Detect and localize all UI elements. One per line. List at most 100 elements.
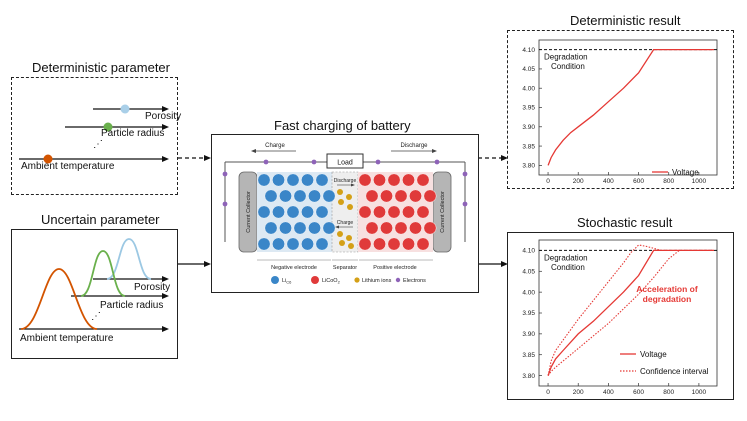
x-tick-label: 400	[603, 389, 614, 396]
anode-particle	[315, 205, 329, 219]
electron-dot	[462, 201, 468, 207]
y-tick-label: 4.00	[522, 85, 535, 92]
x-tick-label: 800	[663, 389, 674, 396]
lithium-ion-particles	[337, 189, 354, 249]
x-tick-label: 0	[546, 389, 550, 396]
electron-dot	[434, 159, 440, 165]
legend-electron-marker	[395, 277, 401, 283]
anode-particle	[322, 189, 336, 203]
legend-label: Confidence interval	[640, 367, 709, 376]
ambient-temperature-dot	[43, 154, 53, 164]
cathode-particle	[380, 221, 393, 235]
electron-dot	[222, 171, 228, 177]
cathode-particles	[358, 173, 437, 251]
electron-dot	[462, 171, 468, 177]
legend-licx-marker	[271, 276, 279, 284]
porosity-arrow-icon	[162, 106, 169, 112]
legend-label: Voltage	[672, 168, 699, 177]
anode-particle	[264, 221, 278, 235]
cathode-particle	[402, 173, 415, 187]
anode-particle	[257, 237, 271, 251]
cathode-particle	[358, 237, 372, 251]
separator-charge-arrow-icon	[335, 225, 339, 229]
anode-particle	[257, 205, 271, 219]
cathode-particle	[402, 205, 415, 219]
cathode-particle	[380, 189, 393, 203]
lithium-ion-particle	[337, 189, 343, 195]
particle-radius-arrow-icon	[162, 293, 169, 299]
anode-particle	[301, 205, 314, 219]
cathode-particle	[394, 189, 408, 203]
anode-particle	[286, 237, 300, 251]
deterministic-parameter-title: Deterministic parameter	[32, 60, 170, 75]
x-tick-label: 200	[573, 389, 584, 396]
stochastic-result-box	[507, 232, 734, 400]
lithium-ion-particle	[347, 204, 353, 210]
particle-radius-distribution-curve	[80, 250, 126, 297]
anode-particle	[308, 221, 321, 235]
anode-particle	[279, 189, 292, 203]
cathode-particle	[387, 205, 401, 219]
x-tick-label: 1000	[692, 178, 707, 185]
anode-particle	[315, 237, 329, 251]
det-label-particle-radius: Particle radius	[101, 128, 165, 139]
cathode-particle	[358, 173, 372, 187]
x-tick-label: 800	[663, 178, 674, 185]
legend-lithium-ions-label: Lithium ions	[362, 278, 392, 284]
lithium-ion-particle	[346, 194, 352, 200]
cathode-particle	[409, 189, 422, 203]
deterministic-result-box	[507, 30, 734, 189]
battery-to-det-arrow-icon	[501, 155, 508, 161]
cathode-particle	[394, 221, 408, 235]
anode-particle	[293, 189, 307, 203]
electron-dots	[222, 159, 468, 207]
unc-label-ambient-temperature: Ambient temperature	[20, 333, 114, 344]
separator-charge-label: Charge	[337, 220, 354, 226]
cathode-particle	[365, 189, 379, 203]
lithium-ion-particle	[337, 231, 343, 237]
ellipsis-icon: ⋰	[93, 139, 103, 150]
cathode-particle	[373, 173, 386, 187]
unc-label-porosity: Porosity	[134, 282, 171, 293]
y-tick-label: 3.95	[522, 310, 535, 317]
x-tick-label: 0	[546, 178, 550, 185]
battery-title: Fast charging of battery	[274, 118, 411, 133]
porosity-arrow-icon	[162, 276, 169, 282]
electron-dot	[311, 159, 317, 165]
anode-particle	[264, 189, 278, 203]
y-tick-label: 3.85	[522, 143, 535, 150]
legend-licx-label: LiC6	[282, 278, 292, 285]
ambient-temperature-distribution-curve	[20, 268, 98, 330]
discharge-arrow-icon	[432, 149, 437, 153]
voltage-line	[547, 48, 714, 166]
voltage-line	[547, 249, 714, 376]
cathode-particle	[402, 237, 415, 251]
lithium-ion-particle	[348, 243, 354, 249]
lithium-ion-particle	[339, 240, 345, 246]
legend-label: Voltage	[640, 350, 667, 359]
right-collector-label: Current Collector	[440, 191, 446, 233]
legend-lithium-ion-marker	[354, 277, 360, 283]
x-tick-label: 600	[633, 389, 644, 396]
legend-licoo-marker	[311, 276, 319, 284]
negative-electrode-label: Negative electrode	[271, 265, 317, 271]
confidence-interval-line	[547, 244, 714, 376]
anode-particle	[286, 173, 300, 187]
battery-box	[211, 134, 479, 293]
x-tick-label: 1000	[692, 389, 707, 396]
discharge-top-label: Discharge	[400, 143, 428, 149]
lithium-ion-particle	[346, 235, 352, 241]
stochastic-result-title: Stochastic result	[577, 215, 673, 230]
electron-dot	[263, 159, 269, 165]
anode-particle	[272, 237, 285, 251]
x-tick-label: 400	[603, 178, 614, 185]
ellipsis-icon: ⋰	[91, 311, 101, 322]
legend-electrons-label: Electrons	[403, 278, 426, 284]
separator-discharge-label: Discharge	[334, 178, 357, 184]
anode-particles	[257, 173, 336, 251]
cathode-particle	[416, 173, 430, 187]
electron-dot	[222, 201, 228, 207]
anode-particle	[315, 173, 329, 187]
